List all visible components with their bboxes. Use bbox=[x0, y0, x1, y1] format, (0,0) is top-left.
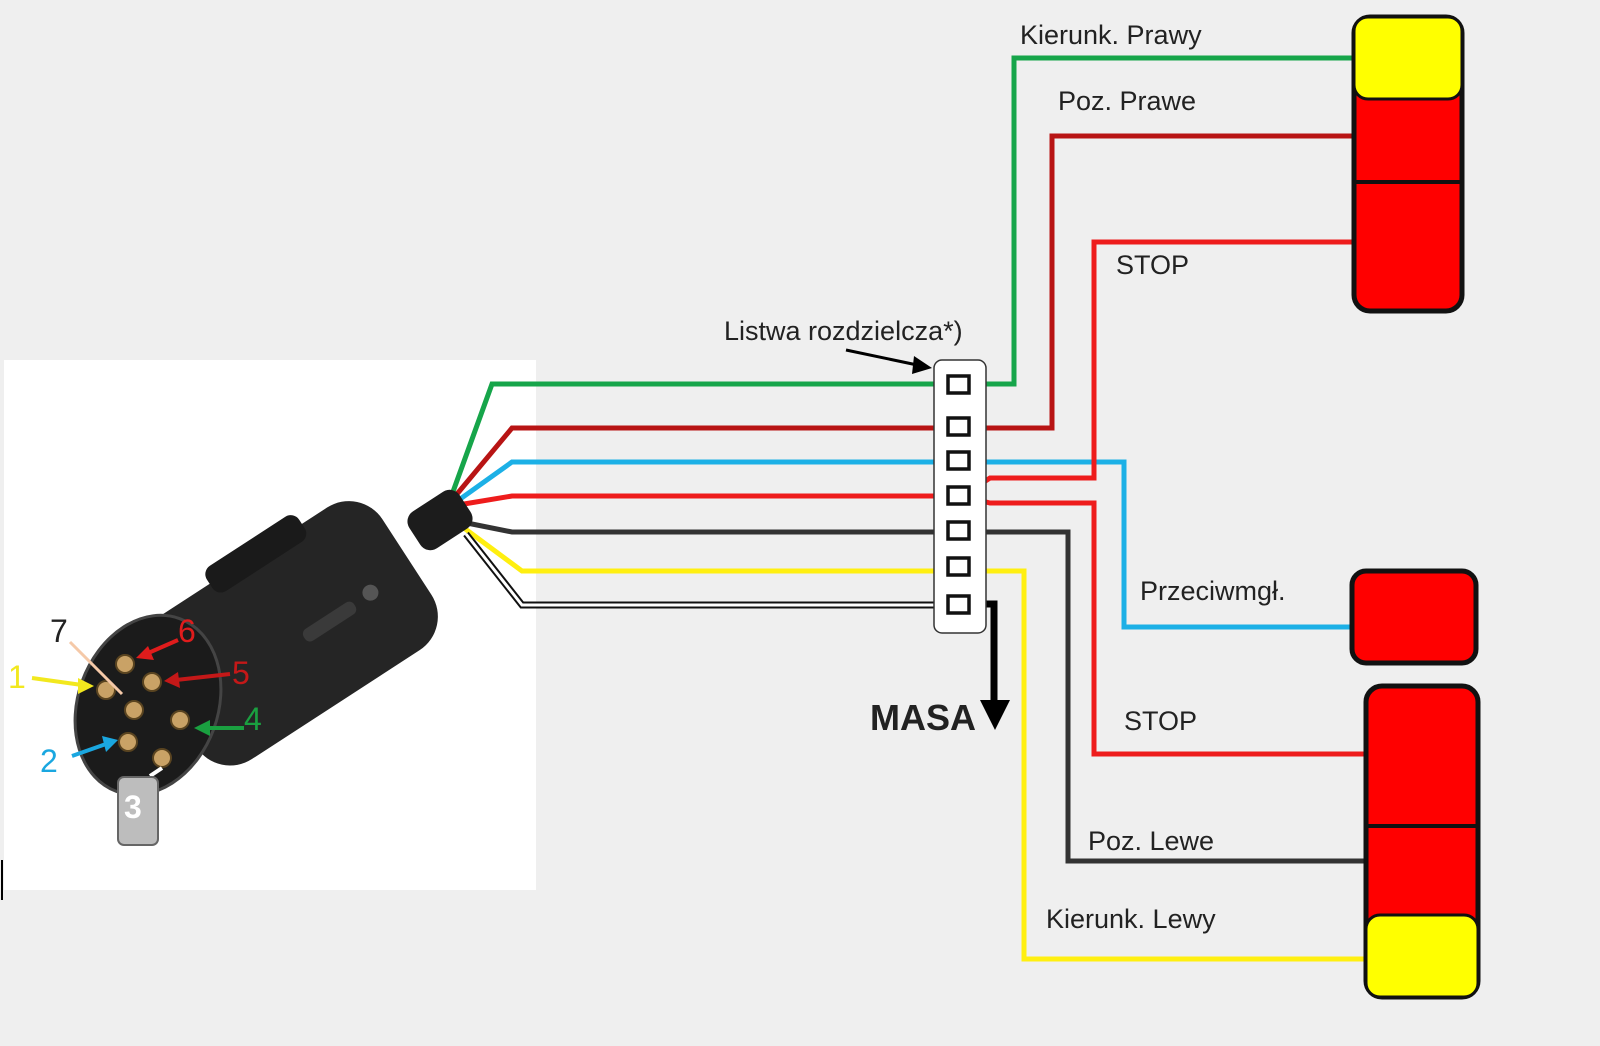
pin-6-arrow bbox=[145, 638, 179, 656]
pin-4-socket bbox=[170, 710, 190, 730]
terminal-6 bbox=[946, 556, 971, 577]
right-rear-lamp bbox=[1351, 14, 1465, 314]
label-right-indicator: Kierunk. Prawy bbox=[1020, 20, 1202, 50]
junction-box bbox=[845, 348, 987, 634]
wire-red-stop-bus bbox=[457, 493, 960, 508]
terminal-3 bbox=[946, 450, 971, 471]
pin-1-socket bbox=[96, 680, 116, 700]
plug-pins bbox=[96, 654, 190, 768]
wire-yellow-left-indicator bbox=[462, 525, 1366, 962]
wire-black-left-position bbox=[461, 519, 1366, 864]
label-left-indicator: Kierunk. Lewy bbox=[1046, 904, 1216, 934]
right-indicator-lens bbox=[1352, 15, 1464, 101]
pin-3-badge bbox=[117, 776, 159, 846]
seven-pin-plug bbox=[31, 489, 473, 846]
pin-2-label: 2 bbox=[40, 743, 58, 779]
pin-7-label: 7 bbox=[50, 613, 68, 649]
pin-6-label: 6 bbox=[178, 613, 196, 649]
terminal-2 bbox=[946, 416, 971, 437]
wire-darkred-right-position bbox=[450, 133, 1356, 502]
wire-green-right-indicator bbox=[447, 55, 1356, 501]
pin-7-socket bbox=[124, 700, 144, 720]
wire-white-ground bbox=[464, 533, 960, 607]
label-junction-box: Listwa rozdzielcza*) bbox=[724, 316, 963, 346]
terminal-4 bbox=[946, 485, 971, 506]
pin-6-socket bbox=[115, 654, 135, 674]
left-rear-lamp bbox=[1363, 683, 1481, 1000]
pin-3-arrow bbox=[148, 766, 164, 778]
fog-lamp bbox=[1349, 568, 1479, 666]
left-indicator-lens bbox=[1364, 913, 1480, 999]
junction-terminals bbox=[946, 374, 971, 615]
pin-2-arrow bbox=[71, 742, 107, 758]
label-stop-bottom: STOP bbox=[1124, 706, 1197, 736]
pin-2-socket bbox=[118, 732, 138, 752]
pin-5-label: 5 bbox=[232, 655, 250, 691]
diagram-labels: Kierunk. Prawy Poz. Prawe STOP Listwa ro… bbox=[724, 20, 1286, 934]
pin-1-arrow bbox=[31, 676, 83, 687]
pin-5-arrow bbox=[175, 672, 231, 682]
label-stop-top: STOP bbox=[1116, 250, 1189, 280]
terminal-5 bbox=[946, 520, 971, 541]
wire-blue-fog bbox=[454, 459, 1356, 630]
pin-3-label: 3 bbox=[124, 789, 142, 825]
wiring bbox=[447, 55, 1366, 962]
pin-labels: 1 2 3 4 5 6 7 bbox=[8, 613, 262, 825]
wire-red-stop-right bbox=[960, 239, 1356, 499]
label-ground: MASA bbox=[870, 697, 976, 738]
pin-4-label: 4 bbox=[244, 701, 262, 737]
pin-1-label: 1 bbox=[8, 659, 26, 695]
label-right-position: Poz. Prawe bbox=[1058, 86, 1196, 116]
pin-5-socket bbox=[142, 672, 162, 692]
pin-3-socket bbox=[152, 748, 172, 768]
terminal-7 bbox=[946, 594, 971, 615]
pin-7-arrow bbox=[68, 640, 124, 696]
label-left-position: Poz. Lewe bbox=[1088, 826, 1214, 856]
terminal-1 bbox=[946, 374, 971, 395]
label-fog: Przeciwmgł. bbox=[1140, 576, 1286, 606]
